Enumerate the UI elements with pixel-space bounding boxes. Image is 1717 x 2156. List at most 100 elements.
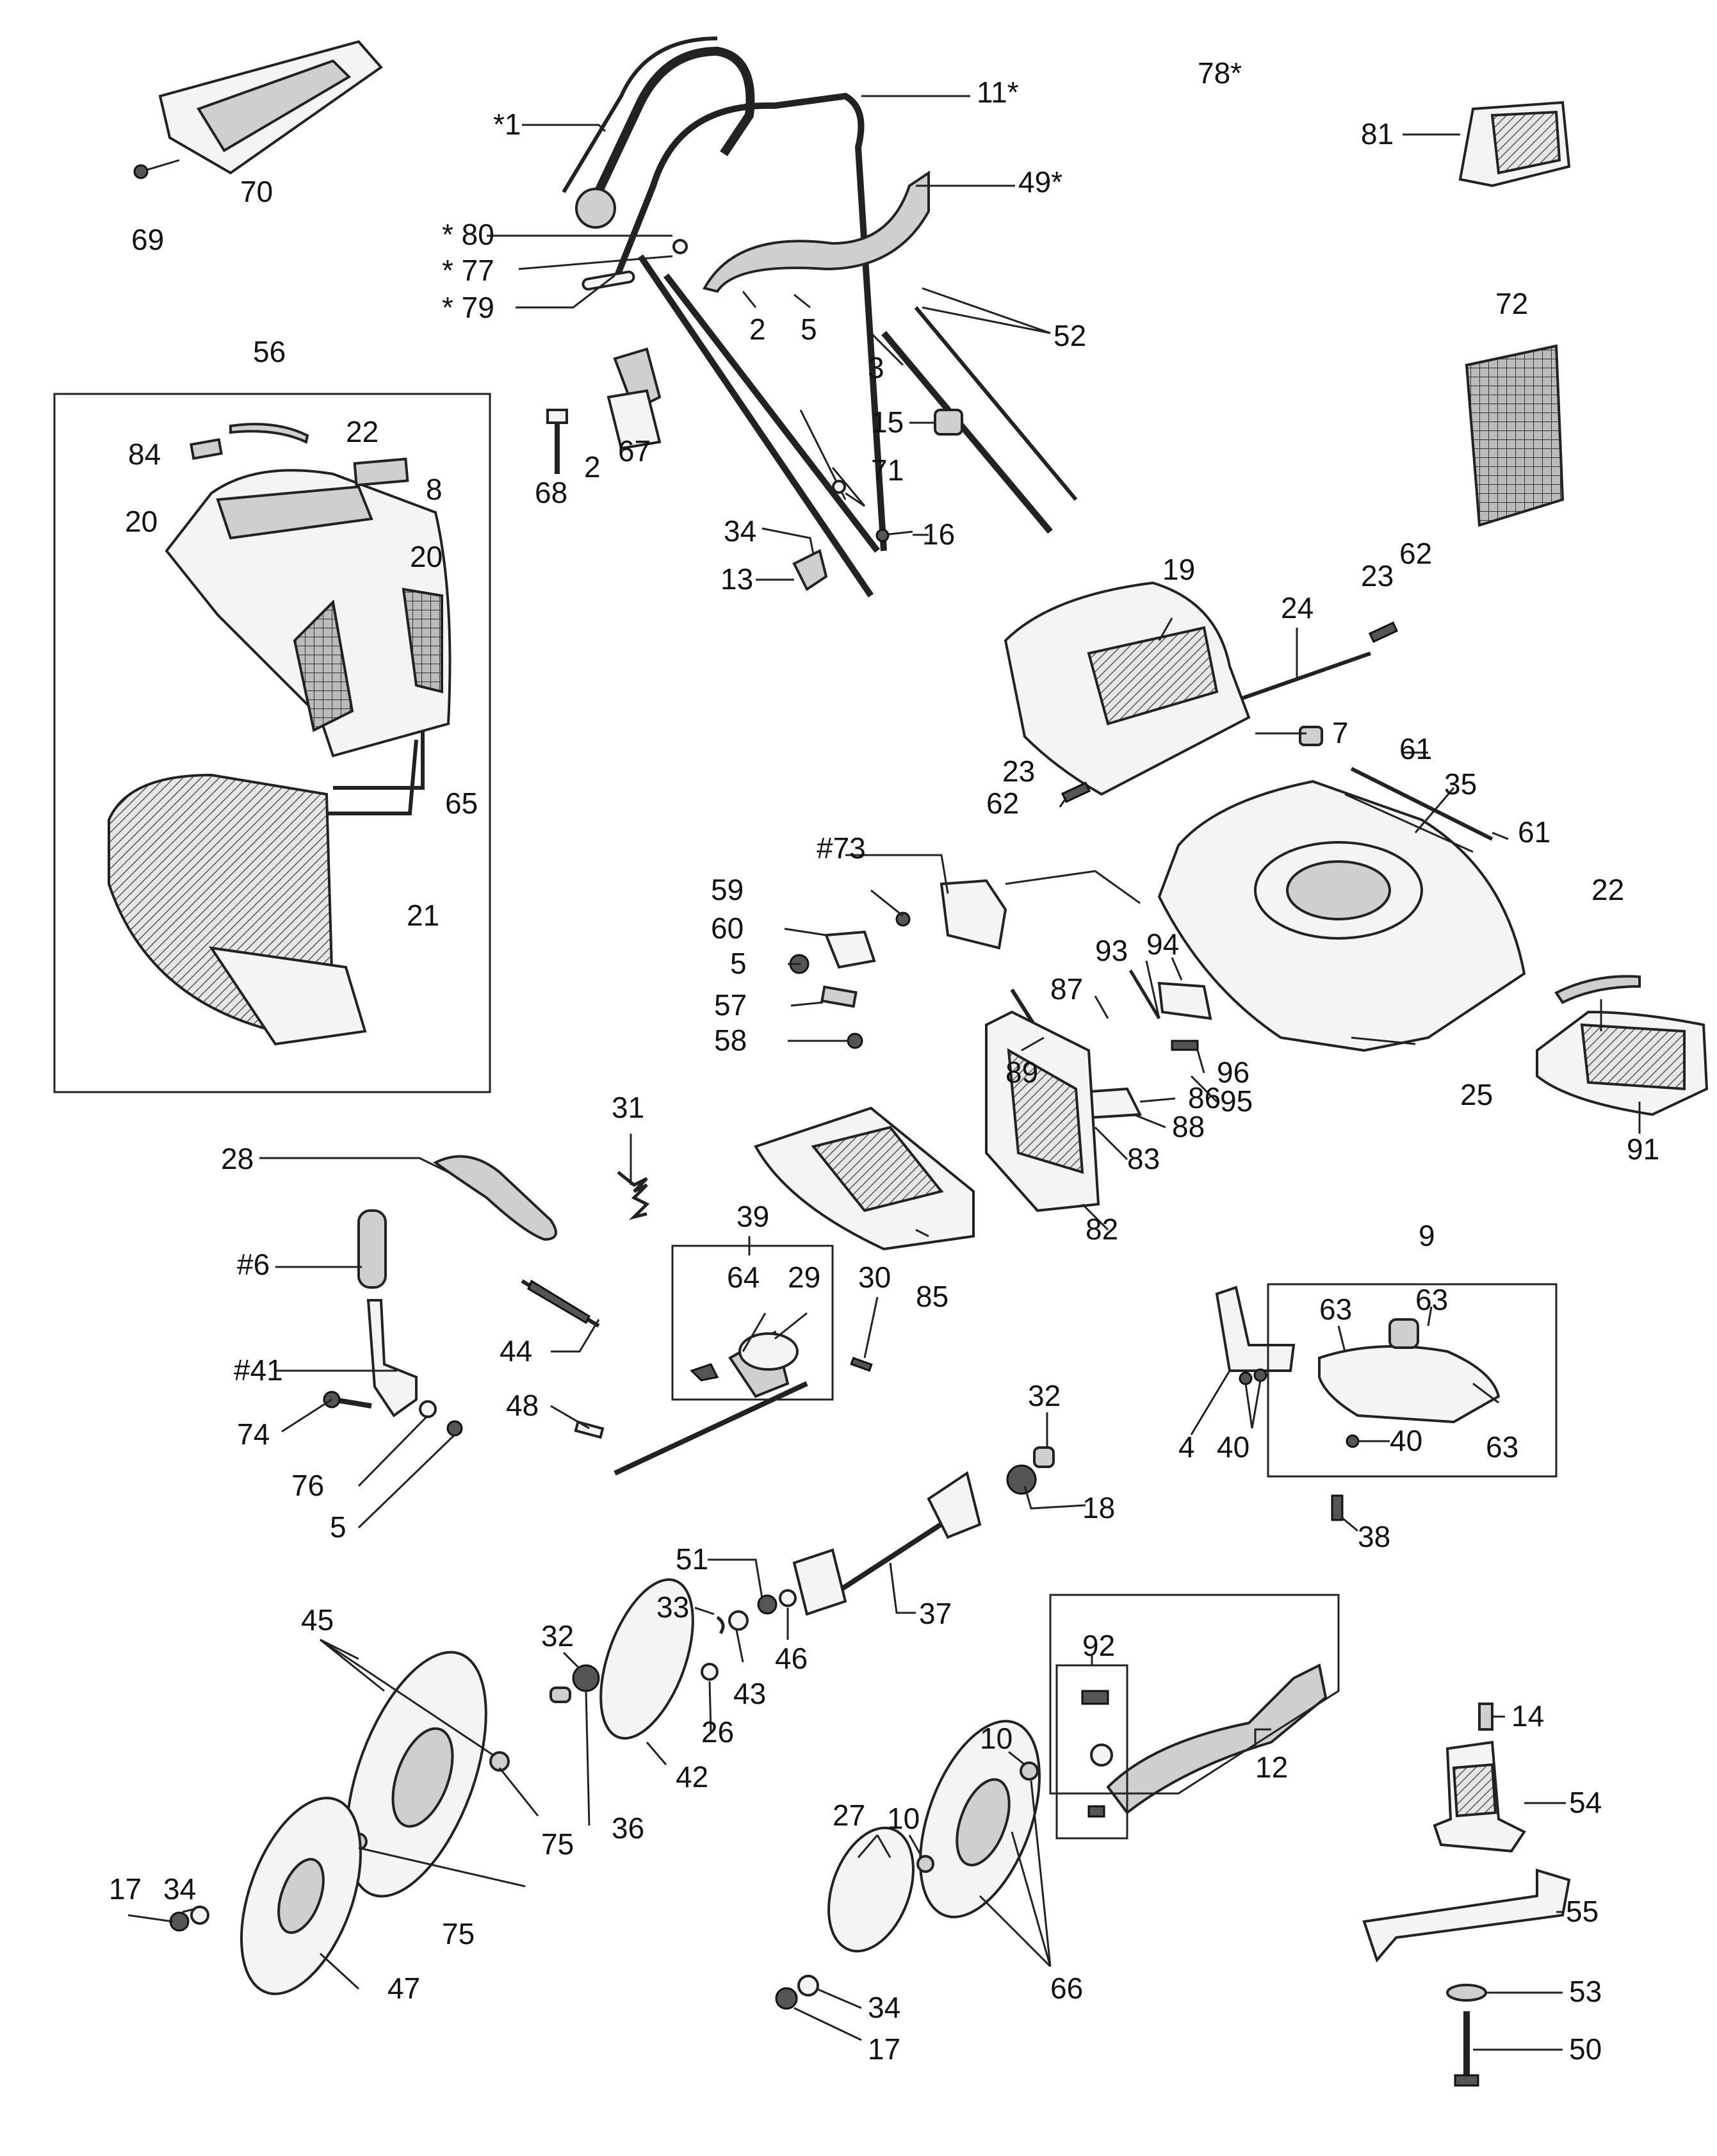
callout-39: 39 [736,1200,769,1233]
callout-40a: 40 [1217,1430,1249,1464]
part-gear-18 [1006,1446,1055,1495]
part-screw-69 [133,159,180,179]
callout-28: 28 [221,1142,254,1175]
part-kit-92 [1055,1664,1128,1840]
callout-4: 4 [1178,1430,1195,1464]
part-screw-40a [1239,1368,1267,1385]
callout-19: 19 [1162,553,1195,586]
callout-45: 45 [301,1603,334,1637]
part-washer-80 [672,239,688,254]
callout-92: 92 [1082,1629,1115,1662]
callout-36: 36 [612,1811,644,1845]
callout-38: 38 [1358,1520,1390,1553]
callout-60: 60 [711,911,744,945]
part-handle-upper-1 [562,37,755,229]
callout-37: 37 [919,1597,952,1630]
part-belt-28 [433,1155,557,1241]
part-grass-box-box-56 [53,393,491,1093]
part-screw-58 [847,1033,863,1049]
callout-16: 16 [922,518,955,551]
callout-25: 25 [1460,1078,1493,1111]
part-lever-67 [606,347,662,450]
callout-61a: 61 [1399,732,1432,765]
part-washer-53 [1446,1984,1487,2002]
part-filter-72 [1465,344,1565,527]
part-nut-5b [446,1420,463,1437]
callout-2b: 2 [584,450,601,484]
part-axle-37 [792,1471,982,1616]
part-grass-guard-70 [158,40,383,175]
part-bracket-73 [940,879,1007,950]
callout-72: 72 [1495,287,1528,320]
callout-33: 33 [656,1590,689,1624]
callout-85: 85 [916,1280,948,1313]
callout-11: 11* [977,76,1019,109]
callout-labels: *1 11* 78* 81 70 69 49* * 80 * 77 * 79 2… [109,56,1659,2066]
part-bearing-10a [1020,1761,1039,1781]
part-blade-adapter-54 [1433,1740,1526,1853]
part-shield-box-9 [1267,1283,1558,1478]
part-bolt-50 [1454,2011,1479,2087]
part-grip-6 [357,1209,387,1289]
part-bolt-38 [1331,1494,1344,1521]
callout-3: 3 [868,351,884,384]
part-grass-box-frame-20 [165,469,452,758]
part-spring-23a [1368,621,1399,643]
callout-30: 30 [858,1261,891,1294]
callout-17a: 17 [109,1872,142,1906]
callout-32b: 32 [541,1619,574,1653]
part-handle-lower [637,254,1078,598]
callout-18: 18 [1082,1491,1115,1524]
callout-63b: 63 [1319,1293,1352,1326]
callout-56: 56 [253,335,286,368]
callout-31: 31 [612,1091,644,1124]
callout-41: #41 [234,1353,283,1387]
part-front-flap-82 [985,1010,1100,1213]
callout-68: 68 [535,476,567,509]
part-screw-51 [757,1594,777,1615]
callout-12: 12 [1255,1751,1288,1784]
part-key-14 [1478,1703,1493,1731]
callout-81: 81 [1361,117,1394,151]
part-cap-15 [934,409,963,436]
callout-73: #73 [817,831,866,865]
callout-67: 67 [618,434,651,468]
callout-24: 24 [1281,591,1314,625]
part-strip-22b [1554,975,1641,1004]
part-hub-27 [827,1826,915,1953]
part-bolt-68 [546,409,568,474]
callout-95: 95 [1220,1084,1253,1118]
part-knob-13 [792,549,828,591]
callout-94: 94 [1146,927,1179,961]
part-rear-flap-19 [1004,581,1251,796]
callout-22a: 22 [346,415,378,448]
part-blade-55 [1362,1868,1571,1963]
callout-62a: 62 [1399,537,1432,570]
callout-82: 82 [1086,1213,1118,1246]
callout-9: 9 [1419,1219,1435,1252]
callout-23b: 23 [1002,755,1035,788]
callout-14: 14 [1511,1699,1544,1733]
part-mulch-plug-81 [1458,101,1571,188]
part-bearing-75a [489,1751,510,1772]
callout-32a: 32 [1028,1379,1061,1412]
callout-1: *1 [493,108,521,141]
callout-76: 76 [291,1469,324,1502]
callout-58: 58 [714,1024,747,1057]
part-cover-94 [1157,981,1212,1020]
callout-35: 35 [1444,767,1477,801]
callout-53: 53 [1569,1975,1602,2008]
part-bushing-76 [419,1400,437,1418]
callout-88: 88 [1172,1110,1205,1143]
part-spring-23b [1061,781,1091,803]
callout-20b: 20 [410,540,443,573]
callout-61b: 61 [1518,815,1550,849]
part-hub-cap-42 [599,1578,694,1740]
part-front-cover-91 [1536,1010,1709,1116]
callout-20a: 20 [125,505,158,538]
part-spring-93 [1128,969,1161,1020]
callout-7: 7 [1332,716,1349,749]
callout-43: 43 [733,1677,766,1710]
part-blade-mount-4 [1215,1286,1296,1372]
